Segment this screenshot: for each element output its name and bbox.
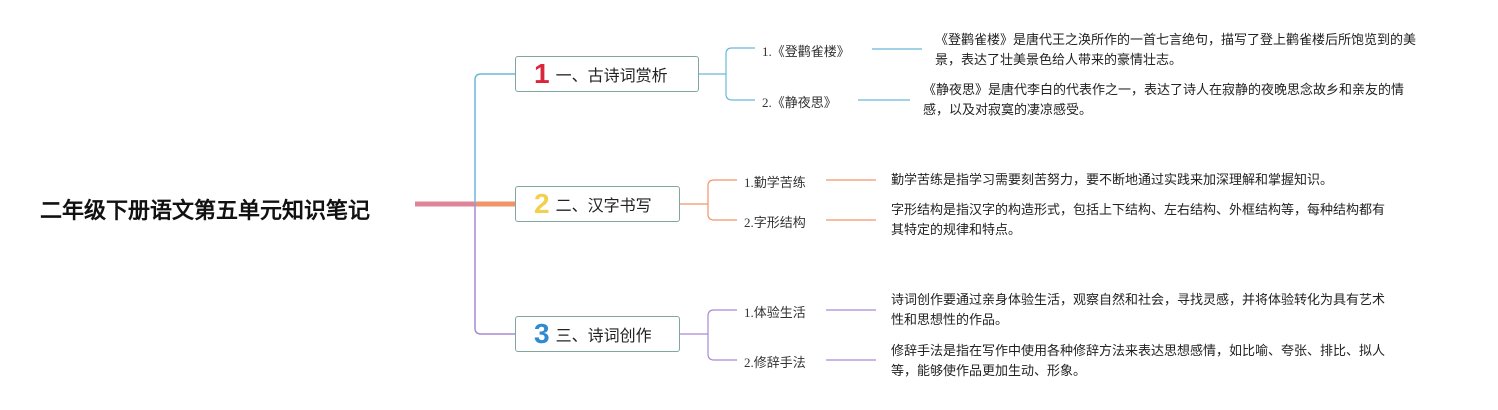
root-title[interactable]: 二年级下册语文第五单元知识笔记	[40, 199, 371, 224]
leaf-rhetoric[interactable]: 2.修辞手法	[744, 355, 806, 370]
branch1-connector	[474, 73, 515, 204]
leaf-dengguanquelou[interactable]: 1.《登鹳雀楼》	[762, 44, 850, 59]
branch-label: 三、诗词创作	[555, 326, 652, 345]
branch3-fork	[680, 309, 737, 361]
desc-character-structure: 字形结构是指汉字的构造形式，包括上下结构、左右结构、外框结构等，每种结构都有其特…	[891, 203, 1386, 238]
branch-label: 一、古诗词赏析	[555, 66, 668, 85]
branch3-connector	[474, 204, 515, 335]
branch-character-writing[interactable]: 2 二、汉字书写	[515, 186, 680, 222]
leaf-experience-life[interactable]: 1.体验生活	[744, 305, 806, 320]
desc-dengguanquelou: 《登鹳雀楼》是唐代王之涣所作的一首七言绝句，描写了登上鹳雀楼后所饱览到的美景，表…	[935, 33, 1417, 68]
branch1-fork	[699, 47, 755, 101]
leaf-diligent-practice[interactable]: 1.勤学苦练	[744, 175, 806, 190]
desc-rhetoric: 修辞手法是指在写作中使用各种修辞方法来表达思想感情，如比喻、夸张、排比、拟人等，…	[891, 344, 1386, 379]
branch-label: 二、汉字书写	[555, 196, 652, 215]
leaf-jingyesi[interactable]: 2.《静夜思》	[762, 95, 837, 110]
branch2-fork	[680, 179, 737, 221]
number-badge: 1	[534, 58, 550, 89]
branch-poetry-writing[interactable]: 3 三、诗词创作	[515, 316, 680, 352]
desc-diligent-practice: 勤学苦练是指学习需要刻苦努力，要不断地通过实践来加深理解和掌握知识。	[891, 173, 1334, 188]
desc-jingyesi: 《静夜思》是唐代李白的代表作之一，表达了诗人在寂静的夜晚思念故乡和亲友的情感，以…	[923, 83, 1405, 118]
number-badge: 2	[534, 188, 550, 219]
number-badge: 3	[534, 318, 550, 349]
leaf-character-structure[interactable]: 2.字形结构	[744, 215, 806, 230]
branch-poetry-appreciation[interactable]: 1 一、古诗词赏析	[515, 56, 699, 92]
desc-experience-life: 诗词创作要通过亲身体验生活，观察自然和社会，寻找灵感，并将体验转化为具有艺术性和…	[891, 293, 1386, 328]
